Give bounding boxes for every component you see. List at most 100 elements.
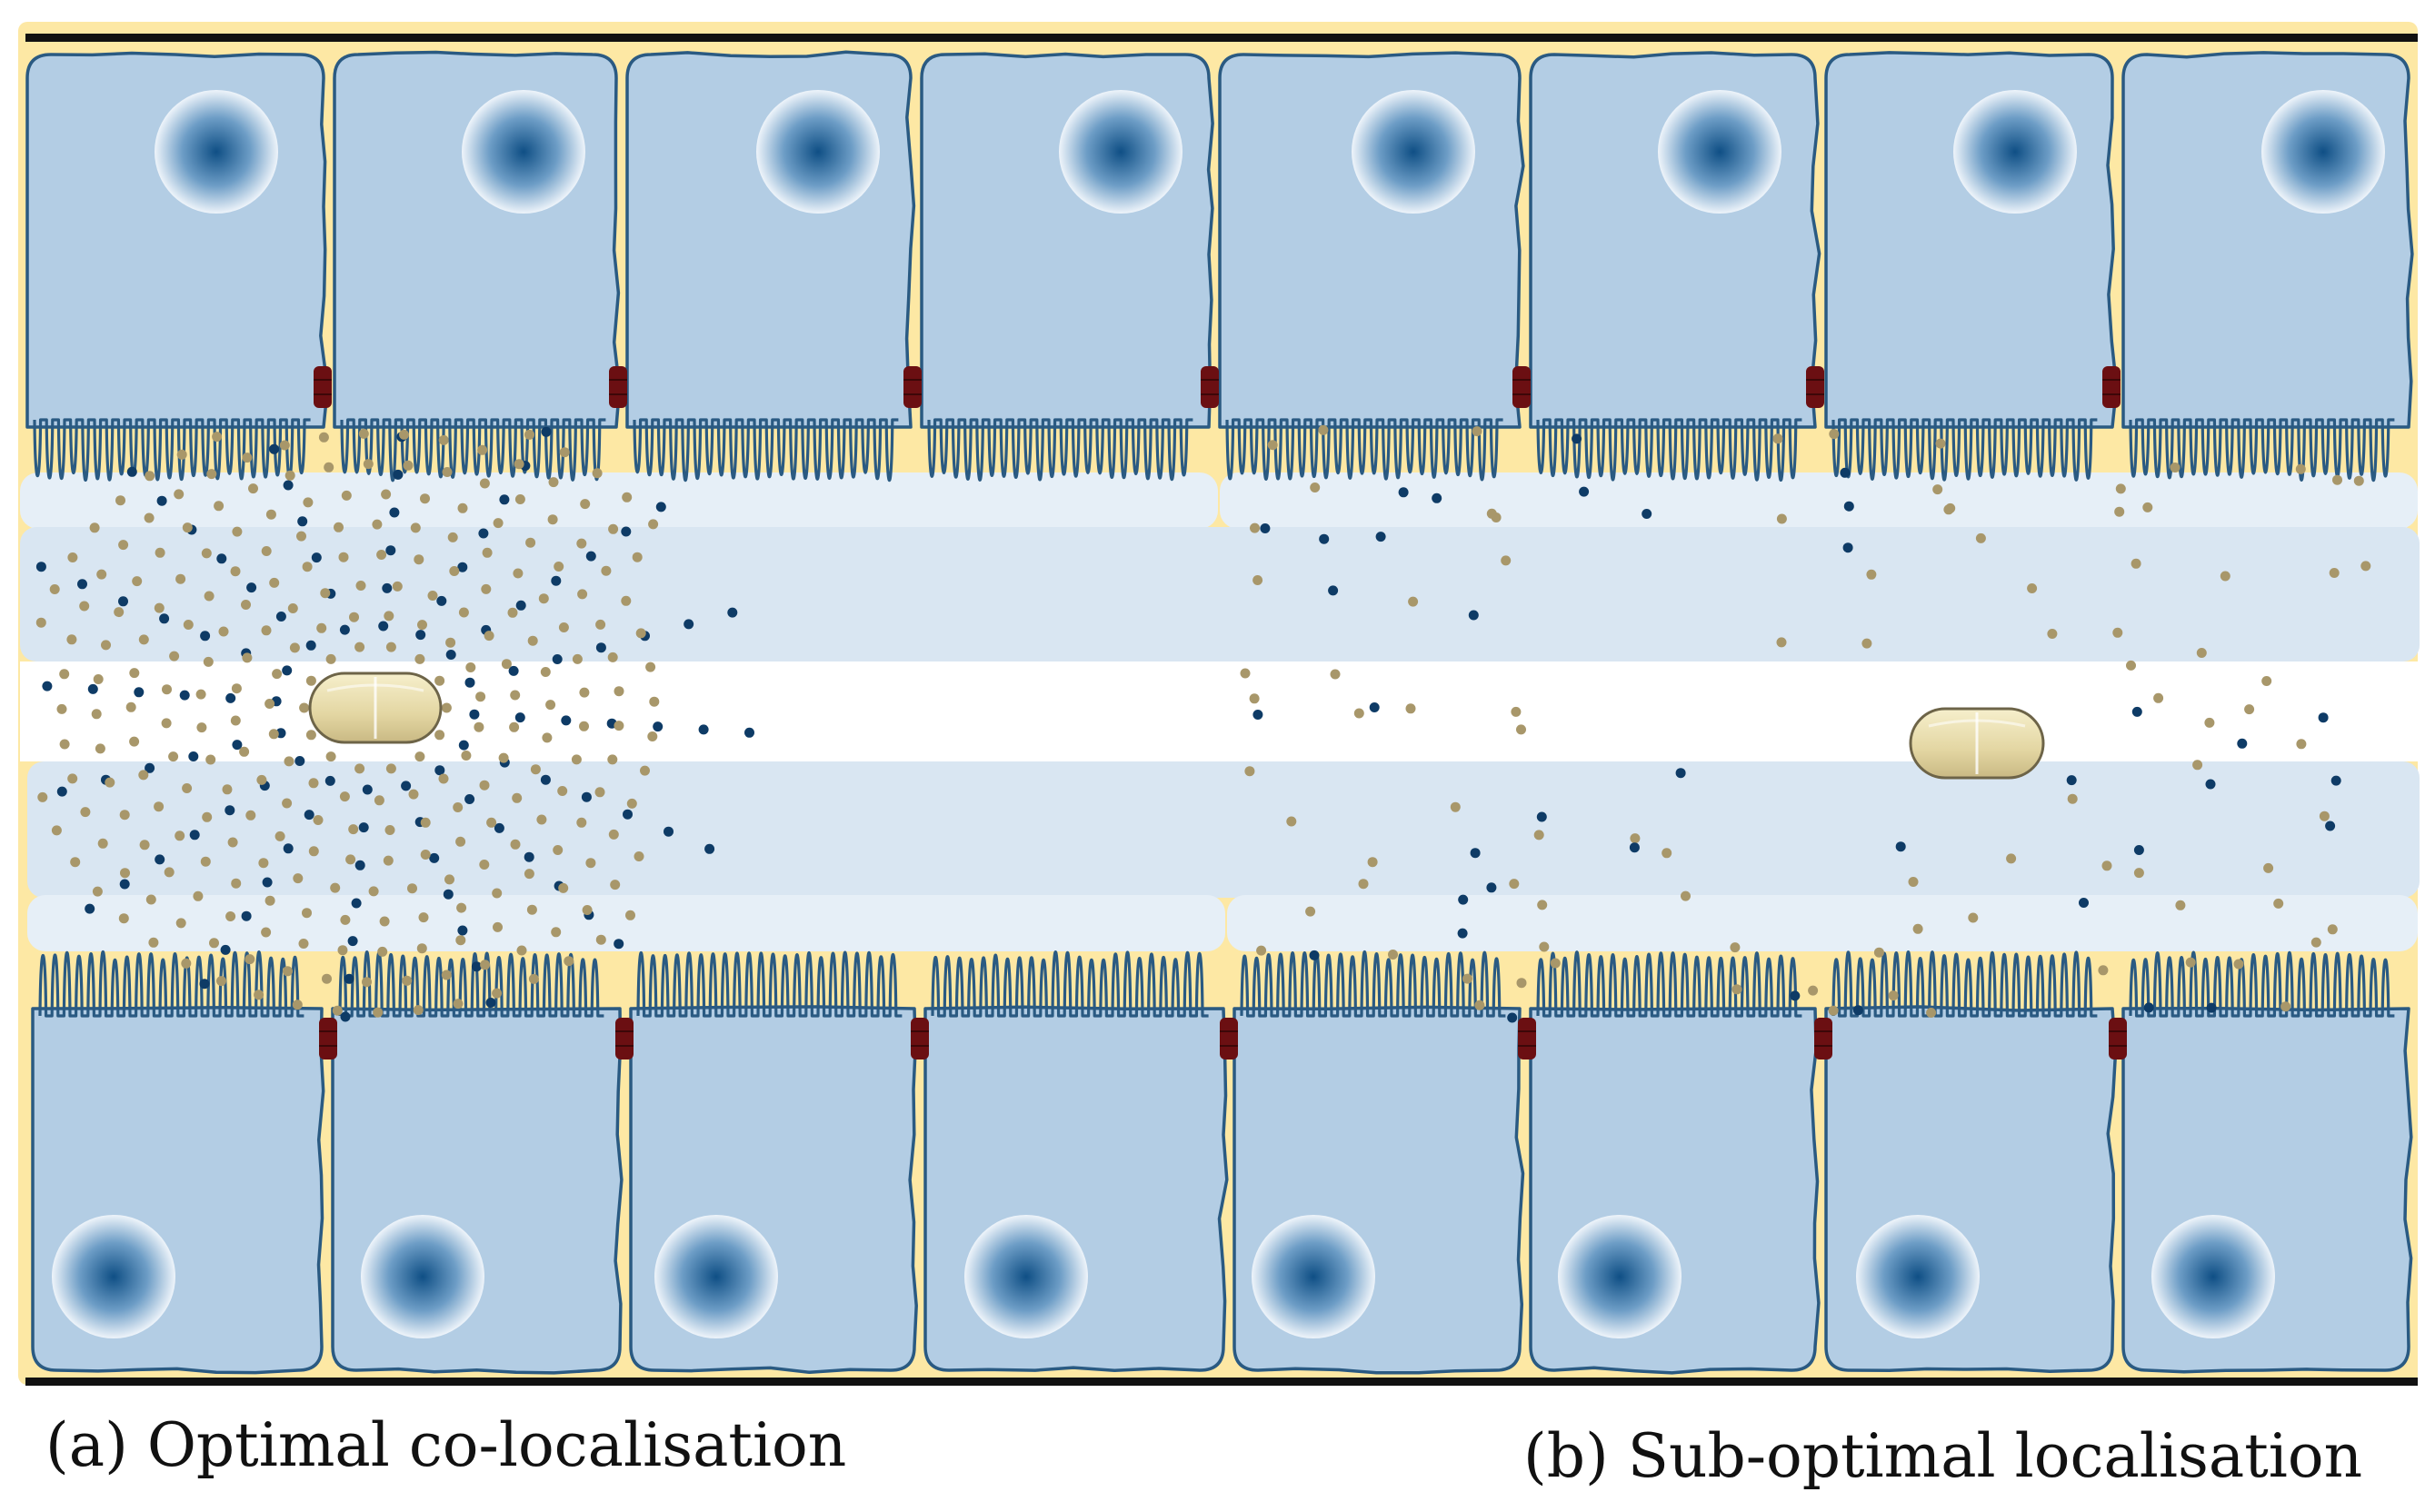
drug-particle (348, 824, 359, 835)
drug-particle (1462, 973, 1472, 984)
drug-particle (256, 774, 267, 785)
drug-particle (316, 622, 327, 633)
nucleus (654, 1215, 778, 1338)
drug-particle (1408, 596, 1419, 607)
drug-particle (51, 825, 62, 836)
drug-particle (358, 428, 369, 439)
drug-particle (2101, 860, 2112, 871)
drug-particle (303, 497, 314, 508)
drug-particle (1888, 990, 1899, 1001)
enhancer-particle (1457, 928, 1468, 939)
enhancer-particle (464, 677, 475, 688)
drug-particle (455, 935, 466, 946)
enhancer-particle (2330, 775, 2341, 786)
epithelial-cell (333, 50, 622, 429)
drug-particle (512, 792, 523, 803)
drug-particle (372, 519, 383, 530)
drug-particle (302, 562, 313, 572)
drug-particle (182, 783, 193, 793)
enhancer-particle (220, 944, 231, 955)
drug-particle (648, 519, 659, 530)
tight-junction (1220, 1018, 1238, 1059)
enhancer-particle (744, 727, 754, 738)
enhancer-particle (443, 889, 454, 900)
enhancer-particle (156, 495, 167, 506)
drug-particle (385, 642, 396, 652)
drug-particle (2153, 692, 2164, 703)
upper-loose-mucus (20, 527, 2420, 662)
tight-junction (911, 1018, 929, 1059)
drug-particle (381, 489, 392, 500)
drug-particle (308, 846, 319, 857)
enhancer-particle (1895, 841, 1906, 852)
drug-particle (148, 937, 159, 948)
upper-epithelial-cells (25, 50, 2414, 429)
enhancer-particle (1470, 848, 1481, 859)
epithelial-cell (25, 51, 330, 429)
drug-particle (1776, 513, 1787, 524)
drug-particle (2114, 506, 2125, 517)
enhancer-particle (704, 843, 715, 854)
enhancer-particle (297, 516, 308, 527)
drug-particle (2047, 629, 2058, 639)
enhancer-particle (2079, 898, 2089, 908)
tight-junction (1512, 366, 1531, 408)
drug-particle (268, 729, 279, 740)
drug-particle (91, 709, 102, 720)
drug-particle (414, 554, 424, 565)
drug-particle (2126, 660, 2136, 671)
drug-particle (608, 523, 619, 534)
enhancer-particle (698, 724, 709, 735)
enhancer-particle (159, 613, 170, 624)
lower-microvilli (38, 950, 2395, 1018)
drug-particle (528, 973, 539, 984)
drug-particle (202, 811, 213, 822)
drug-particle (362, 977, 372, 988)
epithelial-cell (331, 1007, 624, 1375)
drug-particle (564, 956, 574, 967)
drug-particle (579, 721, 589, 731)
drug-particle (241, 600, 251, 610)
drug-particle (510, 839, 521, 850)
drug-particle (155, 547, 165, 558)
drug-particle (1861, 638, 1872, 649)
drug-particle (293, 873, 304, 884)
lower-loose-mucus (27, 761, 2420, 898)
enhancer-particle (189, 830, 200, 841)
enhancer-particle (275, 612, 286, 622)
drug-particle (1405, 703, 1416, 714)
tight-junctions (314, 366, 2127, 1059)
enhancer-particle (225, 692, 236, 703)
drug-particle (196, 722, 207, 733)
enhancer-particle (118, 596, 128, 607)
microvilli-segment (1240, 950, 1506, 1018)
drug-particle (1252, 575, 1263, 585)
capsule-icon (1909, 707, 2045, 780)
lower-epithelial-cells (31, 1005, 2413, 1375)
drug-particle (526, 904, 537, 915)
drug-particle (345, 854, 356, 865)
drug-particle (514, 494, 525, 504)
enhancer-particle (1842, 542, 1853, 553)
drug-particle (296, 531, 306, 542)
drug-particle (614, 721, 624, 731)
tight-junction (609, 366, 627, 408)
enhancer-particle (1675, 768, 1686, 779)
drug-particle (579, 687, 590, 698)
drug-particle (2220, 571, 2230, 582)
enhancer-particle (200, 631, 211, 642)
drug-particle (261, 927, 272, 938)
drug-particle (475, 691, 486, 702)
drug-particle (1630, 833, 1641, 844)
microvilli-segment (636, 950, 903, 1018)
enhancer-particle (378, 621, 389, 632)
drug-particle (486, 817, 497, 828)
drug-particle (458, 607, 469, 618)
drug-particle (379, 916, 390, 927)
drug-particle (138, 770, 149, 781)
enhancer-particle (216, 553, 227, 564)
enhancer-particle (458, 740, 469, 751)
drug-particle (1968, 912, 1979, 923)
drug-particle (2332, 474, 2342, 485)
